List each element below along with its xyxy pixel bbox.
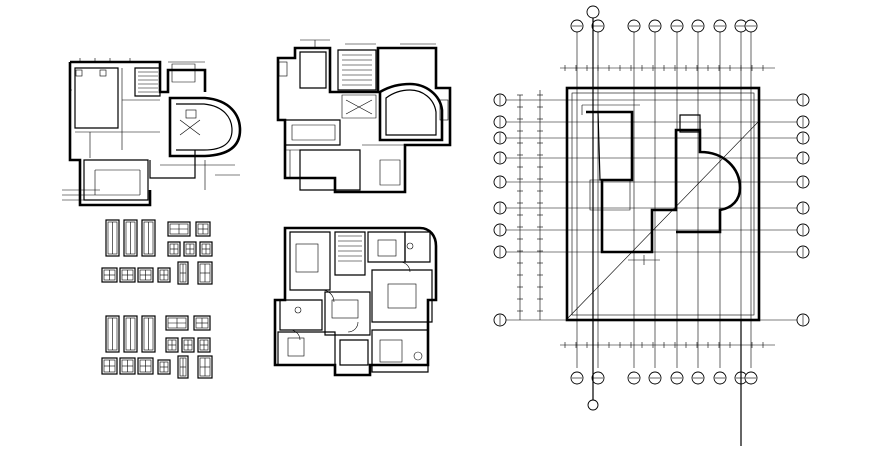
window-elevation [195, 221, 211, 237]
window-elevation [177, 355, 189, 379]
door-elevation [105, 219, 120, 257]
window-elevation [183, 241, 197, 257]
first-floor-plan [276, 39, 452, 194]
window-elevation [197, 261, 213, 285]
window-elevation [199, 241, 213, 257]
window-elevation [181, 337, 195, 353]
window-elevation [119, 267, 136, 283]
window-elevation [165, 337, 179, 353]
window-elevation [101, 357, 118, 375]
window-elevation [157, 267, 171, 283]
grid-bubble-top [586, 5, 600, 19]
ground-floor-plan [62, 58, 242, 207]
window-elevation [167, 221, 191, 237]
door-elevation [141, 219, 156, 257]
window-elevation [119, 357, 136, 375]
column-grid-layout [493, 5, 810, 446]
window-elevation [197, 337, 211, 353]
window-elevation [193, 315, 211, 331]
window-elevation [177, 261, 189, 285]
window-elevation [167, 241, 181, 257]
door-elevation [123, 219, 138, 257]
window-elevation [137, 267, 154, 283]
door-elevation [105, 315, 120, 353]
door-elevation [123, 315, 138, 353]
window-elevation [157, 359, 171, 375]
grid-bubble-bottom [587, 399, 599, 411]
door-window-details [101, 219, 213, 379]
window-elevation [101, 267, 118, 283]
window-elevation [197, 355, 213, 379]
window-elevation [137, 357, 154, 375]
furniture-layout-plan [273, 226, 438, 377]
door-elevation [141, 315, 156, 353]
window-elevation [165, 315, 189, 331]
